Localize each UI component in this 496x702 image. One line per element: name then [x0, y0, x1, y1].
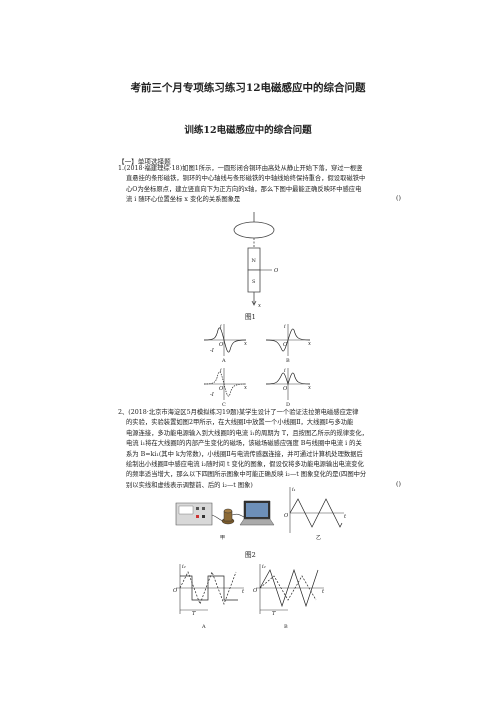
origin-label: O	[173, 588, 178, 594]
figure-2-caption: 图2	[245, 551, 256, 559]
laptop-display	[246, 503, 268, 517]
i1-wave	[290, 499, 342, 527]
q2-line: 别以实线和虚线表示调整前、后的 i₂—t 图象)	[126, 481, 253, 489]
curve	[266, 373, 310, 384]
curve	[204, 328, 246, 352]
x-label: x	[244, 385, 247, 391]
origin-label: O	[219, 342, 224, 348]
question-1-text: 1.(2018·福建理综·18)如图1所示，一圆形闭合铜环由高处从静止开始下落，…	[118, 164, 423, 206]
origin-label: O	[283, 386, 288, 392]
option-b-graph: i x O B	[266, 324, 311, 364]
origin-label: O	[283, 342, 288, 348]
solid-wave	[180, 576, 238, 600]
option-a-graph: i₂ t O T A	[173, 564, 245, 630]
q2-line: 系为 B=ki₁(其中 k为常数)，小线圈Ⅱ与电流传感器连接，并可通过计算机处理…	[126, 450, 363, 458]
q2-line: 电源连接，多功能电源输入到大线圈Ⅰ的电流 i₁的周期为 T，且按图乙所示的规律变…	[126, 429, 368, 437]
origin-label: O	[274, 268, 279, 274]
magnet-s-label: S	[252, 279, 256, 285]
x-label: x	[308, 385, 311, 391]
option-a-graph: i x O -I A	[204, 324, 247, 364]
q1-line: 流 i 随环心位置坐标 x 变化的关系图象是	[126, 196, 241, 204]
option-label-a: A	[201, 624, 206, 630]
label-yi: 乙	[316, 534, 321, 541]
coil-top	[224, 509, 232, 513]
q2-line: 电流 i₁将在大线圈Ⅰ的内部产生变化的磁场，该磁场磁感应强度 B与线圈中电流 i…	[126, 440, 362, 448]
i-label: i	[220, 368, 222, 374]
terminal	[196, 515, 199, 518]
neg-label: -I	[210, 392, 215, 398]
option-b-graph: i₂ t O T B	[253, 564, 325, 630]
curve	[204, 372, 246, 396]
figure-2-options: i₂ t O T A i₂ t O T B	[173, 564, 325, 630]
period-label: T	[192, 611, 196, 617]
power-supply-display	[179, 506, 193, 514]
option-c-graph: i x O -I C	[204, 368, 247, 406]
x-label: x	[308, 341, 311, 347]
q1-line: 直悬挂的条形磁铁，铜环的中心轴线与条形磁铁的中轴线始终保持重合，假设取磁铁中	[126, 175, 366, 183]
neg-label: -I	[210, 348, 215, 354]
q2-line: 2、(2018·北京市海淀区5月模拟练习19题)某学生设计了一个验证法拉第电磁感…	[118, 409, 359, 416]
x-axis-arrow	[252, 301, 256, 305]
figure-1-caption: 图1	[245, 313, 256, 321]
q2-answer-bracket: ()	[396, 481, 401, 488]
i2-label: i₂	[182, 564, 186, 570]
option-label-b: B	[286, 358, 290, 364]
x-axis-label: x	[258, 303, 261, 308]
origin-label: O	[284, 513, 289, 519]
dashed-wave	[180, 572, 236, 604]
i-label: i	[220, 324, 222, 330]
copper-ring	[234, 222, 274, 238]
figure-2-triangle-wave: i₁ t O 乙	[284, 487, 347, 541]
section-heading: 【一】单项选择题	[118, 158, 171, 166]
laptop-base	[240, 519, 274, 525]
dashed-wave	[260, 576, 316, 600]
label-jia: 甲	[220, 535, 225, 541]
t-label: t	[242, 589, 245, 595]
t-label: t	[322, 589, 325, 595]
magnet-n-label: N	[252, 258, 257, 264]
terminal	[202, 515, 205, 518]
question-2-text: 2、(2018·北京市海淀区5月模拟练习19题)某学生设计了一个验证法拉第电磁感…	[118, 408, 423, 491]
solid-wave	[260, 570, 318, 606]
i-label: i	[284, 324, 286, 330]
option-label-d: D	[286, 402, 290, 406]
x-label: x	[244, 341, 247, 347]
i1-label: i₁	[292, 487, 296, 493]
figure-1-ring-magnet: N S O x	[228, 212, 279, 308]
q1-line: 心O为坐标原点，建立竖直向下为正方向的x轴，那么下图中最能正确反映环中感应电	[126, 185, 362, 193]
wire	[232, 514, 244, 517]
option-label-c: C	[222, 402, 226, 406]
q1-line: 1.(2018·福建理综·18)如图1所示，一圆形闭合铜环由高处从静止开始下落，…	[118, 165, 363, 172]
knob	[202, 507, 205, 510]
i2-label: i₂	[262, 564, 266, 570]
option-label-b: B	[284, 624, 288, 630]
q1-answer-bracket: ()	[396, 195, 401, 202]
t-label: t	[344, 514, 347, 520]
i-label: i	[284, 368, 286, 374]
q2-line: 的实验，实验装置如图2甲所示，在大线圈Ⅰ中放置一个小线圈Ⅱ，大线圈Ⅰ与多功能	[126, 419, 354, 427]
page-title: 考前三个月专项练习练习12电磁感应中的综合问题	[130, 82, 366, 94]
origin-label: O	[219, 386, 224, 392]
knob	[196, 507, 199, 510]
option-label-a: A	[221, 358, 226, 364]
q2-line: 绘制出小线圈Ⅱ中感应电流 i₂随时间 t 变化的图象，假设仅将多功能电源输出电流…	[126, 461, 364, 469]
figure-2-apparatus: 甲	[172, 493, 278, 541]
origin-label: O	[253, 588, 258, 594]
figure-1-options: i x O -I A i x O B i x O -I C	[200, 324, 311, 406]
page-subtitle: 训练12电磁感应中的综合问题	[184, 125, 312, 136]
period-label: T	[272, 611, 276, 617]
q2-line: 的频率适当增大，那么以下四图所示图象中可能正确反映 i₂—t 图象变化的是(四图…	[126, 471, 367, 479]
curve	[266, 329, 310, 351]
option-d-graph: i x O D	[266, 368, 311, 406]
